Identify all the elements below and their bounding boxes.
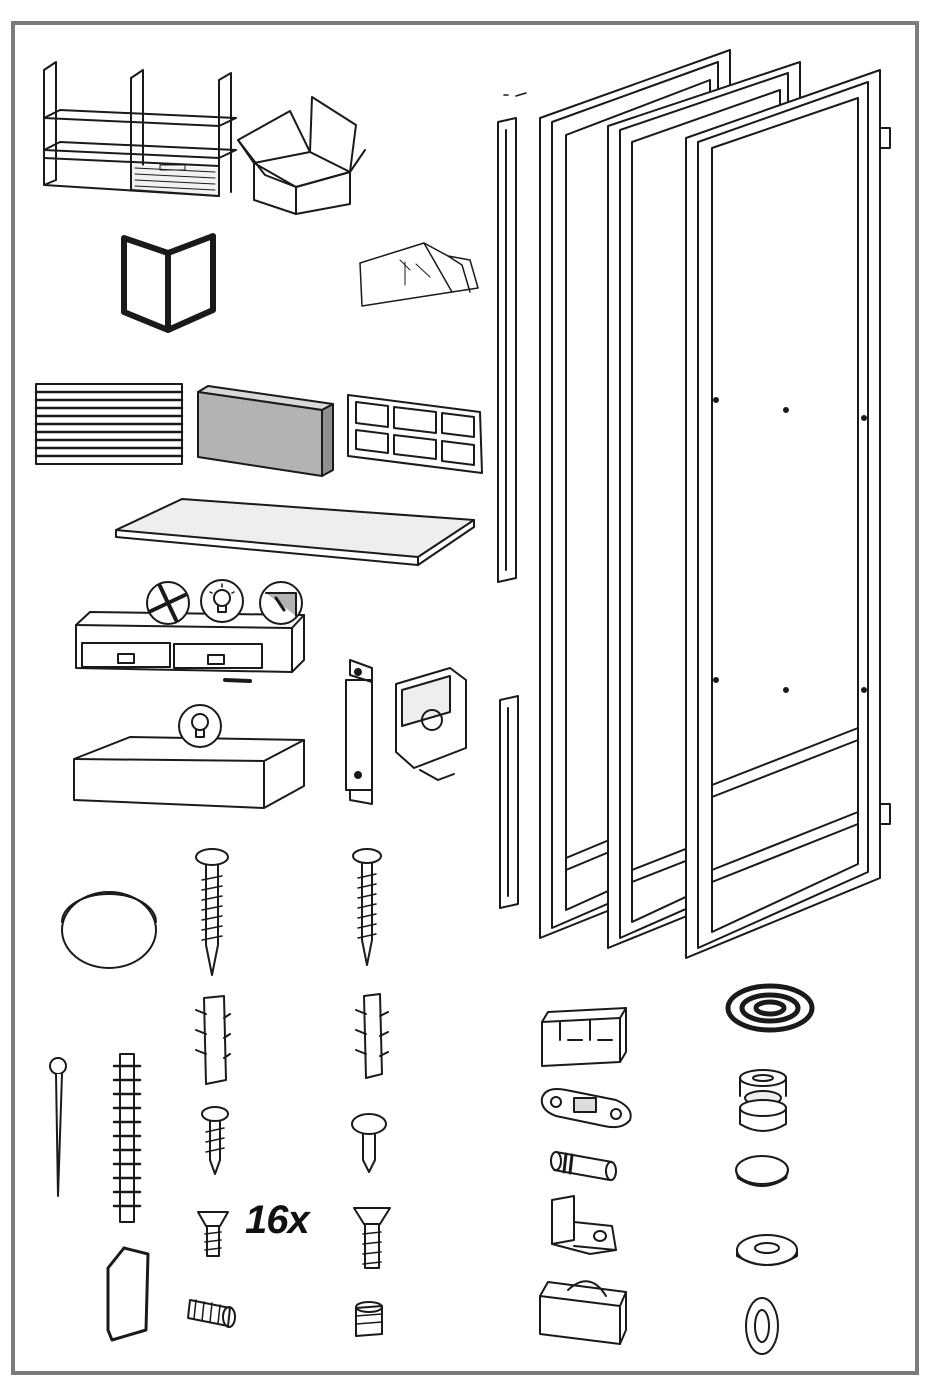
- cover-cap: [736, 1156, 788, 1186]
- insert-right: [356, 1302, 382, 1336]
- slider: [540, 1281, 626, 1344]
- hood-unit: [44, 62, 236, 196]
- long-screw-left: [196, 849, 228, 975]
- control-module: [76, 612, 304, 681]
- machine-screw-left: [198, 1212, 228, 1256]
- toothed-strip: [114, 1054, 140, 1222]
- fan-icon: [147, 582, 189, 624]
- light-box: [74, 737, 304, 808]
- grease-filter: [36, 384, 182, 464]
- oval-grommet: [746, 1298, 778, 1354]
- wall-plug-left: [196, 996, 230, 1084]
- packaging-box: [238, 97, 365, 214]
- mounting-bracket: [346, 660, 372, 804]
- side-profiles: [498, 93, 526, 908]
- grommet: [740, 1070, 786, 1131]
- touch-icon: [260, 582, 302, 624]
- pin: [551, 1152, 616, 1180]
- insert-left: [188, 1300, 235, 1327]
- light-box-bulb-icon: [179, 705, 221, 747]
- wall-plug-right: [356, 994, 388, 1078]
- machine-screw-right: [354, 1208, 390, 1268]
- seal-tape: [728, 986, 812, 1030]
- bulb-icon: [201, 580, 243, 622]
- cap: [62, 892, 156, 968]
- manual-book: [124, 236, 213, 330]
- junction-box: [396, 668, 466, 780]
- filter-grid: [348, 395, 482, 473]
- holder-block: [542, 1008, 626, 1066]
- cam-plate: [542, 1089, 631, 1127]
- washer: [737, 1235, 797, 1265]
- charcoal-filter: [198, 386, 333, 476]
- cable-tie: [50, 1058, 66, 1196]
- door-frames: [540, 50, 890, 958]
- frame-front: [686, 70, 890, 958]
- short-screw-right: [352, 1114, 386, 1172]
- drilling-template: [360, 243, 478, 306]
- glass-shelf: [116, 499, 474, 565]
- angle-bracket: [552, 1196, 616, 1254]
- long-screw-right: [353, 849, 381, 965]
- spring-clip: [108, 1248, 148, 1340]
- quantity-label: 16x: [245, 1198, 309, 1243]
- short-screw-left: [202, 1107, 228, 1174]
